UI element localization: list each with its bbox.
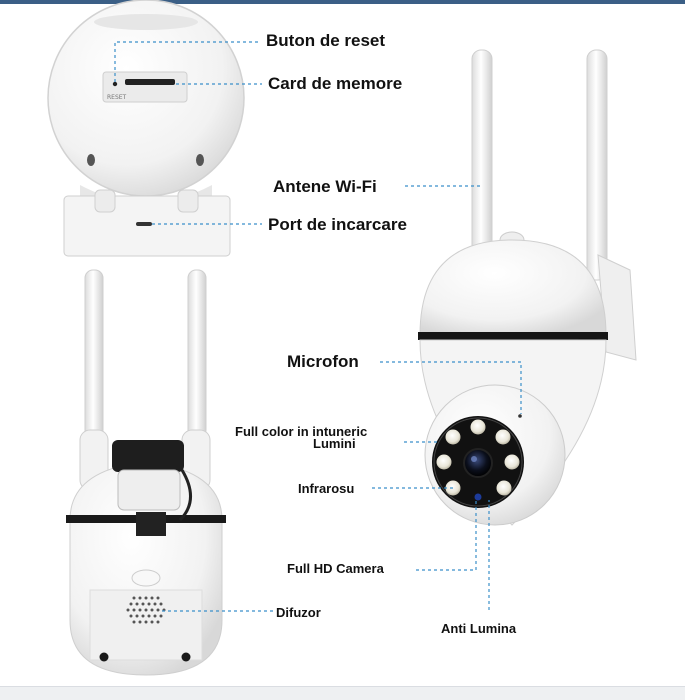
antenna-right (187, 269, 207, 439)
reset-marking: RESET (107, 94, 127, 101)
antenna-front-right (586, 49, 608, 281)
label-full-color-night: Full color in intuneric (235, 424, 368, 439)
leader-lines (114, 41, 522, 612)
label-full-hd-camera: Full HD Camera (287, 561, 384, 576)
camera-front-view (418, 49, 637, 526)
anti-light-sensor (474, 493, 482, 501)
microphone-hole (518, 414, 522, 418)
reset-hole (112, 81, 118, 87)
label-anti-light: Anti Lumina (441, 621, 517, 636)
bottom-frame-bar (0, 686, 685, 700)
lens (463, 448, 493, 478)
antenna-left (84, 269, 104, 439)
label-memory-card: Card de memore (268, 74, 403, 93)
label-wifi-antennas: Antene Wi-Fi (273, 177, 377, 196)
label-infrared: Infrarosu (298, 481, 355, 496)
top-dome (419, 239, 607, 336)
front-band (418, 332, 608, 340)
memory-card-slot (125, 79, 175, 85)
charging-port (136, 222, 152, 226)
label-charging-port: Port de incarcare (268, 215, 407, 234)
top-frame-bar (0, 0, 685, 4)
camera-back-view: RESET (47, 0, 245, 257)
label-reset-button: Buton de reset (266, 31, 386, 50)
usb-connector (136, 512, 166, 536)
led-ring (436, 419, 520, 496)
antenna-front-left (471, 49, 493, 266)
camera-rear-view (66, 269, 226, 676)
label-speaker: Difuzor (276, 605, 321, 620)
label-microphone: Microfon (287, 352, 359, 371)
label-lights: Lumini (313, 436, 356, 451)
cable (178, 469, 192, 522)
